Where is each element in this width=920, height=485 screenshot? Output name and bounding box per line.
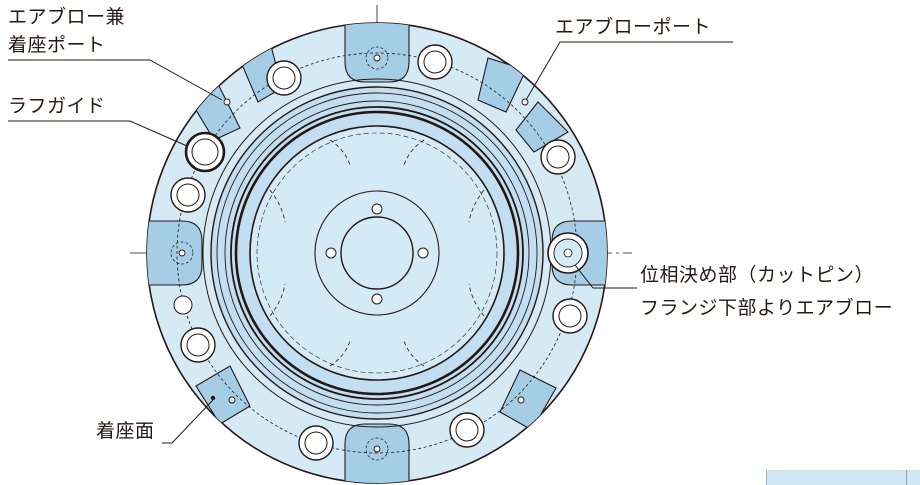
label-seating-surface: 着座面 (96, 420, 155, 442)
corner-panel (766, 470, 920, 485)
label-phase-pin: 位相決め部（カットピン） (640, 264, 875, 286)
rough-guide (184, 131, 226, 173)
label-rough-guide: ラフガイド (8, 95, 106, 117)
label-flange-air-blow: フランジ下部よりエアブロー (640, 297, 894, 319)
label-air-blow-seating-line1: エアブロー兼 (8, 6, 126, 28)
phase-pin (547, 232, 589, 274)
label-air-blow-port: エアブローポート (555, 16, 712, 38)
bolt-holes (170, 44, 588, 461)
label-air-blow-seating-line2: 着座ポート (8, 34, 106, 56)
leader-lines (8, 41, 733, 444)
